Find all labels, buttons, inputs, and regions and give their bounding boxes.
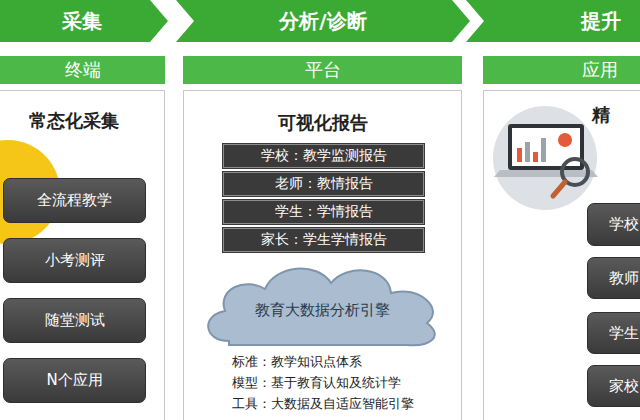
chart-bar [541,138,546,162]
report-box: 老师：教情报告 [223,172,424,196]
node-label: 采集 [62,8,102,35]
node-label: 学校 [609,215,639,234]
engine-cloud: 教育大数据分析引擎 [197,257,447,349]
item-box: 学生 [587,312,640,354]
node-label: 分析/诊断 [279,8,366,35]
item-box: 全流程教学 [3,178,146,223]
stage-chevron: 提升 [466,0,640,42]
node-label: 家校 [609,377,639,396]
layer-band: 终端 [0,56,165,84]
node-label: N个应用 [46,371,102,390]
node-label: 小考测评 [45,251,105,270]
layer-band: 应用 [483,56,640,84]
node-label: 学生 [609,324,639,343]
item-box: 小考测评 [3,238,146,283]
chevron-fill [0,0,168,42]
stage-chevron: 分析/诊断 [176,0,470,42]
item-box: 家校 [587,365,640,407]
item-box: 学校 [587,203,640,246]
stage-chevron: 采集 [0,0,168,42]
report-box: 学生：学情报告 [223,200,424,224]
chart-bar [517,148,522,162]
node-label: 随堂测试 [45,311,105,330]
chevron-fill [176,0,470,42]
engine-note: 标准：教学知识点体系 [232,353,362,371]
item-box: 教师 [587,257,640,299]
chart-bar [533,152,538,162]
report-box: 家长：学生学情报告 [223,228,424,252]
laptop-base [494,170,598,177]
chart-bar [525,142,530,162]
node-label: 应用 [582,58,618,82]
item-box: 随堂测试 [3,298,146,343]
column-panel: 可视化报告学校：教学监测报告老师：教情报告学生：学情报告家长：学生学情报告教育大… [183,90,462,420]
node-label: 教育大数据分析引擎 [255,287,390,320]
node-label: 提升 [581,8,621,35]
engine-note: 工具：大数据及自适应智能引擎 [232,395,414,413]
layer-band: 平台 [183,56,462,84]
node-label: 全流程教学 [37,191,112,210]
item-box: N个应用 [3,358,146,403]
column-panel: 常态化采集全流程教学小考测评随堂测试 N个应用 [0,90,165,420]
chart-pie [558,133,572,147]
node-label: 学生：学情报告 [275,203,373,221]
node-label: 学校：教学监测报告 [261,147,387,165]
node-label: 老师：教情报告 [275,175,373,193]
panel-heading: 可视化报告 [184,111,461,135]
report-box: 学校：教学监测报告 [223,144,424,168]
column-panel: 精学校教师学生家校 [483,90,640,420]
cloud-outline [208,269,435,346]
node-label: 家长：学生学情报告 [261,231,387,249]
panel-heading: 常态化采集 [29,109,119,133]
laptop-backdrop [493,106,597,210]
node-label: 终端 [65,58,101,82]
node-label: 教师 [609,269,639,288]
engine-note: 模型：基于教育认知及统计学 [232,374,401,392]
node-label: 平台 [305,58,341,82]
magnifier-handle [553,182,565,196]
laptop-bezel [508,124,584,170]
chevron-fill [466,0,640,42]
panel-heading: 精 [592,103,610,127]
